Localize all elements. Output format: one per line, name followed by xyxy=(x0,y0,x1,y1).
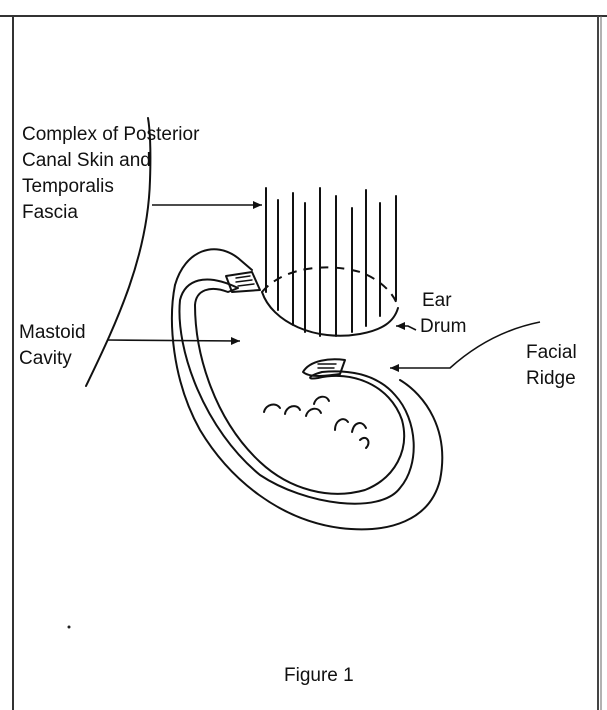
graft-flap-upper xyxy=(226,272,260,292)
label-eardrum-line2: Drum xyxy=(420,316,466,337)
mastoid-cavity-outline xyxy=(179,279,413,503)
label-complex-line3: Temporalis xyxy=(22,176,114,197)
label-mastoid-line1: Mastoid xyxy=(19,322,86,343)
label-complex-line4: Fascia xyxy=(22,202,78,223)
graft-strands xyxy=(266,188,396,336)
mastoid-inner-wall xyxy=(172,285,442,529)
leader-lines xyxy=(107,201,540,372)
mastoid-air-cells xyxy=(264,397,368,448)
scan-speck xyxy=(68,626,71,629)
label-facial-line1: Facial xyxy=(526,342,577,363)
figure-caption: Figure 1 xyxy=(284,665,354,686)
label-eardrum-line1: Ear xyxy=(422,290,452,311)
label-facial-line2: Ridge xyxy=(526,368,576,389)
ear-drum-lower-arc xyxy=(262,292,398,336)
label-complex-line1: Complex of Posterior xyxy=(22,124,200,145)
label-complex-line2: Canal Skin and xyxy=(22,150,151,171)
page-frame xyxy=(0,16,607,710)
graft-flap-upper-hatch xyxy=(236,276,254,286)
graft-flap-ridge-hatch xyxy=(318,364,336,368)
ear-drum-upper-arc xyxy=(262,267,398,308)
label-mastoid-line2: Cavity xyxy=(19,348,72,369)
